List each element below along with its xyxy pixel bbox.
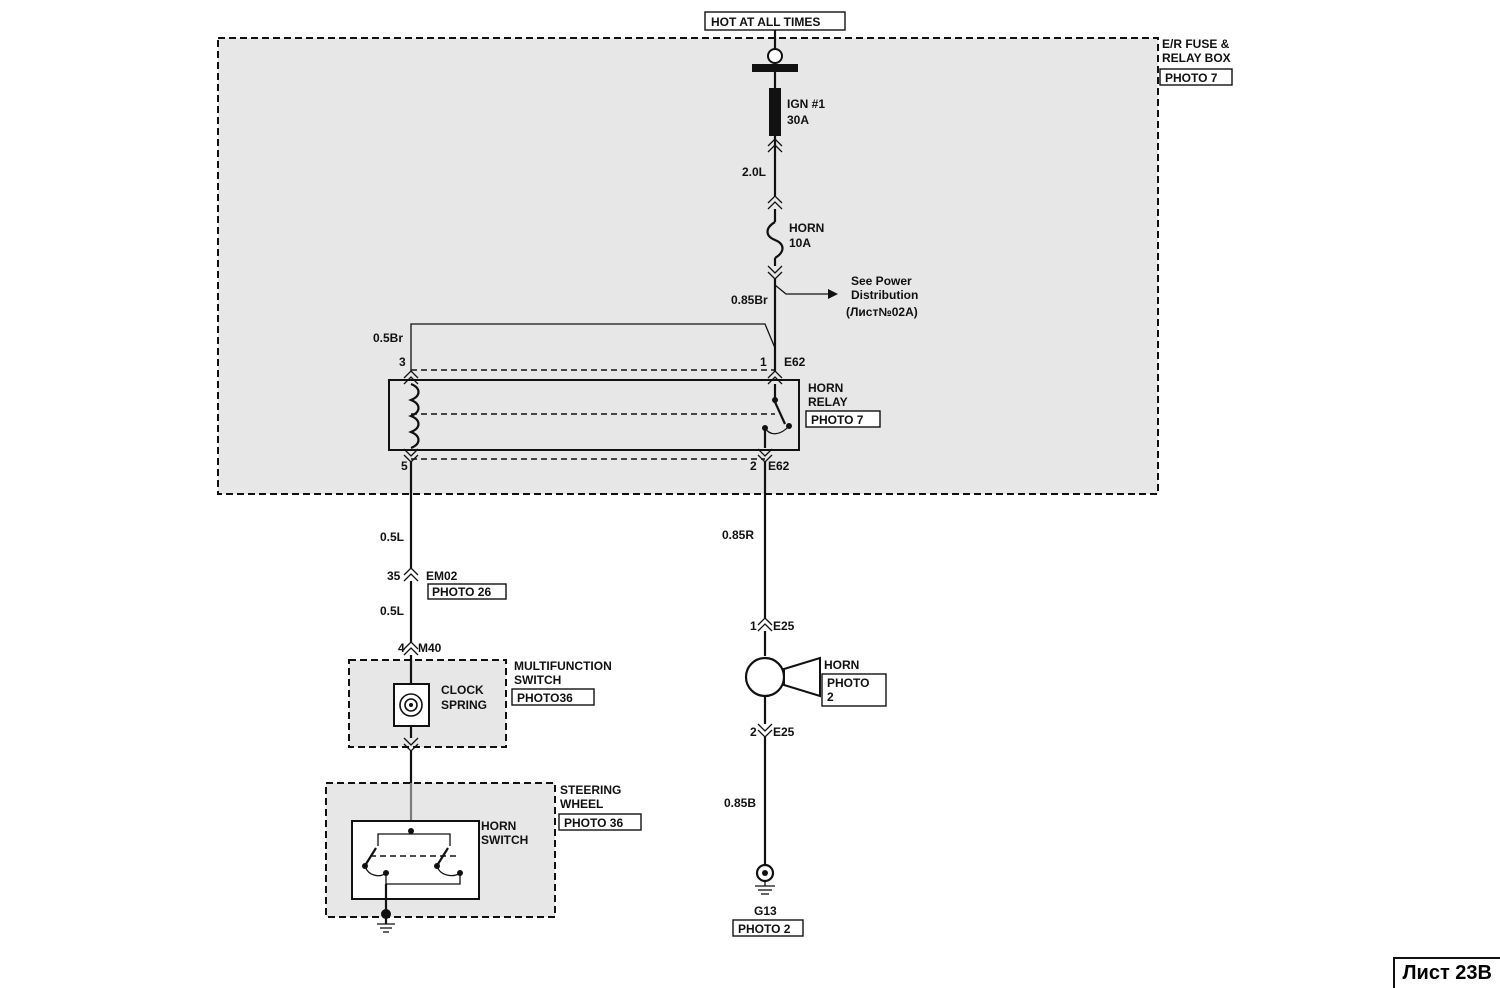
multifunction-photo-text: PHOTO36 [517,691,573,705]
wire-0-5l-label-lower: 0.5L [380,604,404,618]
horn-fuse-label-line1: HORN [789,221,824,235]
wire-0-85br-label: 0.85Br [731,293,768,307]
horn-switch-label-line1: HORN [481,819,516,833]
relay-pin-2: 2 [750,459,757,473]
relay-photo-text: PHOTO 7 [811,413,864,427]
clock-spring-icon [399,693,423,717]
wire-0-85r-label: 0.85R [722,528,754,542]
horn-connector-1: E25 [773,619,795,633]
g13-ground-icon [755,863,775,895]
multifunction-name-line2: SWITCH [514,673,561,687]
steering-photo-text: PHOTO 36 [564,816,623,830]
steering-name-line1: STEERING [560,783,621,797]
horn-fuse-icon [766,221,784,259]
power-ref-line1: See Power [851,274,912,288]
relay-coil-icon [408,382,420,450]
ign1-fuse-label-line1: IGN #1 [787,97,825,111]
hot-at-all-times-text: HOT AT ALL TIMES [711,15,820,29]
horn-photo-line1: PHOTO [827,676,869,690]
relay-name-line2: RELAY [808,395,848,409]
fuse-box-photo-tag: PHOTO 7 [1159,68,1233,86]
horn-connector-2: E25 [773,725,795,739]
horn-pin-1: 1 [750,619,757,633]
horn-switch-box [351,820,480,900]
em02-connector-icon [403,567,419,582]
em02-name: EM02 [426,569,458,583]
em02-pin: 35 [387,569,401,583]
m40-connector-icon [403,641,419,656]
fuse-box-name-line2: RELAY BOX [1162,51,1231,65]
sheet-number-label: Лист 23B [1392,957,1500,988]
hot-at-all-times-tag: HOT AT ALL TIMES [704,11,846,31]
horn-switch-label-line2: SWITCH [481,833,528,847]
ground-name: G13 [754,904,777,918]
horn-switch-ground-icon [377,918,395,933]
ign1-fuse-icon [769,88,781,136]
fuse-box-name-line1: E/R FUSE & [1162,37,1230,51]
steering-photo-tag: PHOTO 36 [558,813,642,831]
ground-photo-tag: PHOTO 2 [732,919,804,937]
relay-contact-icon [762,384,792,448]
power-ref-line2: Distribution [851,288,918,302]
power-ref-line3: (Лист№02A) [846,305,918,319]
battery-terminal-icon [752,48,798,88]
clock-spring-label-line2: SPRING [441,698,487,712]
relay-connector-top: E62 [784,355,806,369]
relay-connector-bottom: E62 [768,459,790,473]
relay-photo-tag: PHOTO 7 [805,410,881,428]
ign1-fuse-label-line2: 30A [787,113,809,127]
steering-name-line2: WHEEL [560,797,603,811]
wire-2-0l-label: 2.0L [742,165,766,179]
wire-0-5br-label: 0.5Br [373,331,403,345]
relay-pin3-connector-icon [403,370,419,385]
horn-switch-contacts-icon [362,828,463,885]
wire-0-85b-label: 0.85B [724,796,756,810]
fuse-box-photo-text: PHOTO 7 [1165,71,1218,85]
relay-pin-3: 3 [399,355,406,369]
horn-photo-tag: PHOTO 2 [821,673,887,707]
multifunction-name-line1: MULTIFUNCTION [514,659,612,673]
connector-horn-fuse-top-icon [767,195,783,210]
relay-pin1-connector-icon [767,370,783,385]
clock-spring-label-line1: CLOCK [441,683,484,697]
horn-name: HORN [824,658,859,672]
wire-0-5l-label-upper: 0.5L [380,530,404,544]
horn-photo-line2: 2 [827,690,834,704]
m40-pin: 4 [398,641,405,655]
relay-pin-1: 1 [760,355,767,369]
horn-relay-box [388,379,800,451]
power-distribution-arrow-icon [828,289,838,299]
m40-name: M40 [418,641,442,655]
horn-pin-2: 2 [750,725,757,739]
relay-name-line1: HORN [808,381,843,395]
horn-pin1-connector-icon [757,617,773,632]
multifunction-photo-tag: PHOTO36 [511,688,595,706]
em02-photo-tag: PHOTO 26 [427,583,507,600]
fuse-relay-box [217,37,1159,495]
horn-switch-ground-point-icon [381,909,391,919]
horn-icon [744,656,821,698]
em02-photo-text: PHOTO 26 [432,585,491,599]
horn-pin2-connector-icon [757,723,773,738]
horn-fuse-label-line2: 10A [789,236,811,250]
relay-pin-5: 5 [401,459,408,473]
ground-photo-text: PHOTO 2 [738,922,791,936]
